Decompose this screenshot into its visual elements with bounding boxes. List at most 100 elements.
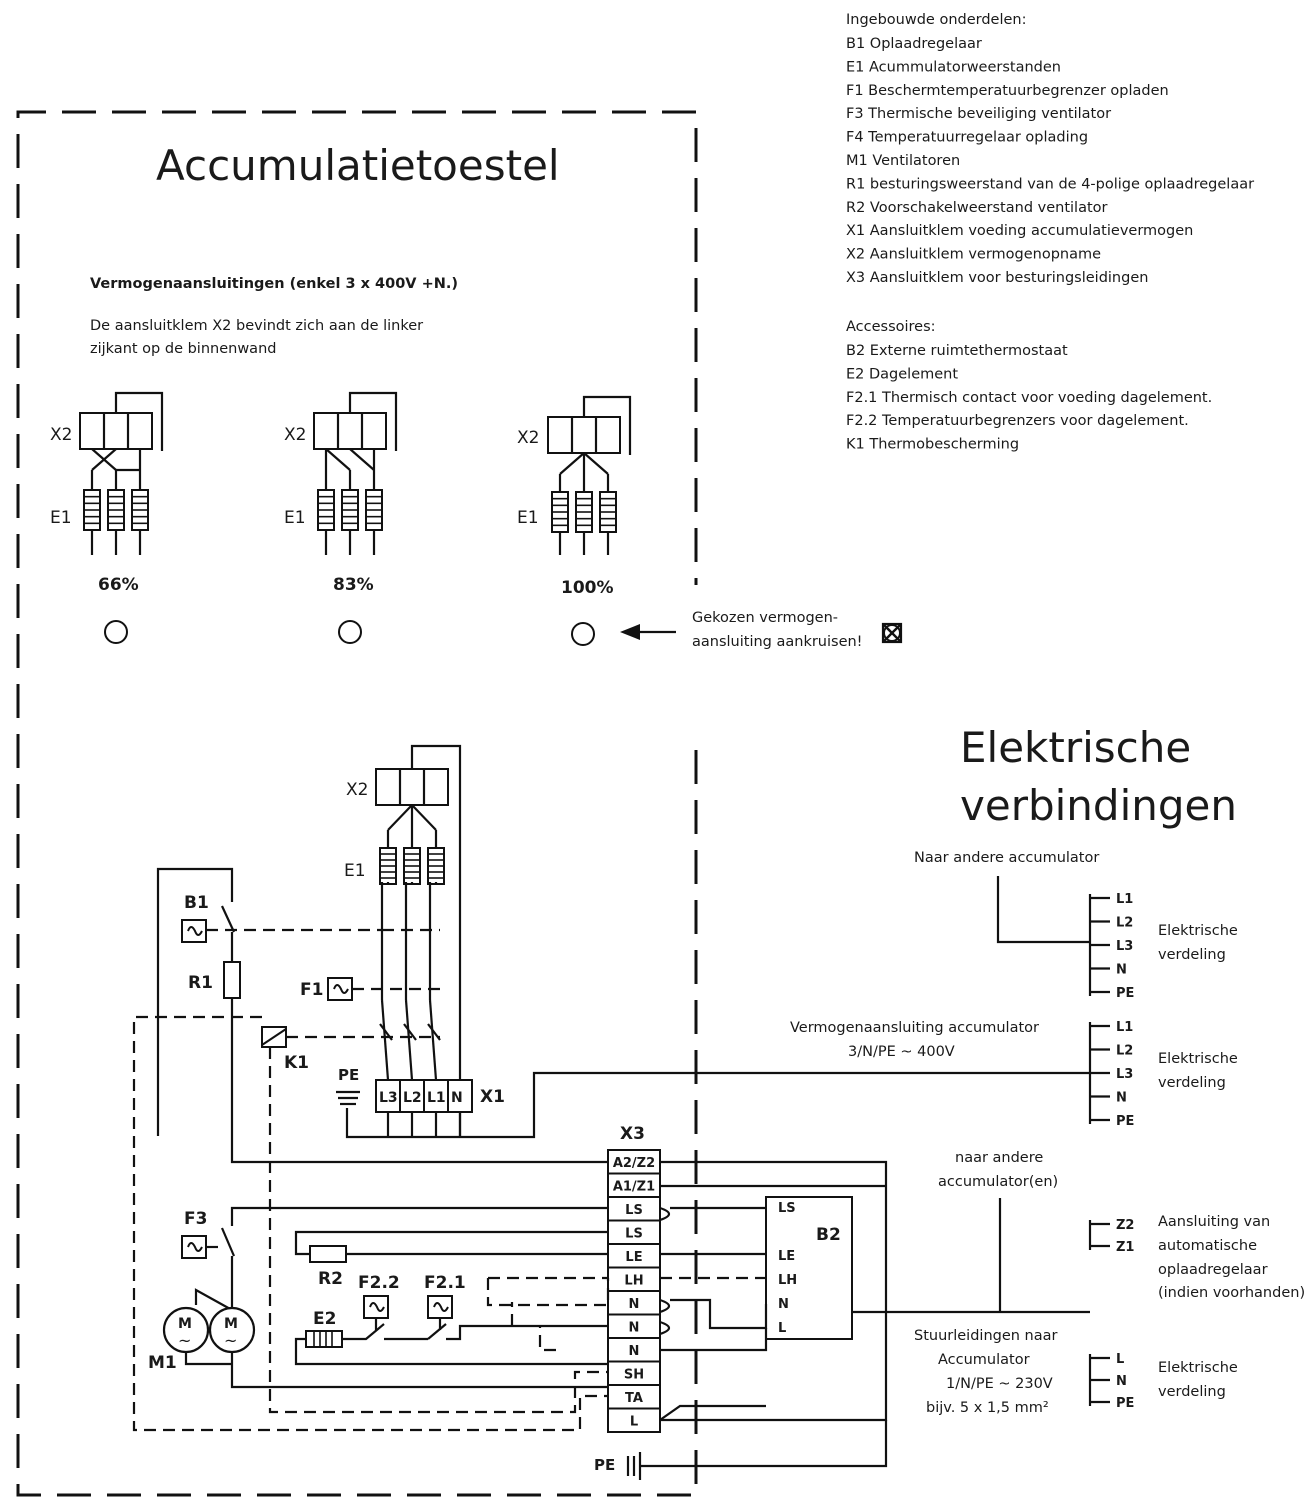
option-select-circle[interactable]: [104, 620, 128, 644]
pe-bottom-label: PE: [594, 1456, 615, 1474]
distribution-terminal-label: L1: [1116, 892, 1133, 907]
x3-terminal-label: SH: [624, 1368, 644, 1383]
b2-terminal-label: LE: [778, 1249, 795, 1264]
distribution-low-line2: verdeling: [1158, 1384, 1226, 1400]
option-x2-label: X2: [50, 425, 72, 445]
auto-regulator-line2: automatische: [1158, 1238, 1257, 1254]
distribution-terminal-label: N: [1116, 963, 1127, 978]
x1-terminal-label: N: [451, 1090, 463, 1106]
f21-label: F2.1: [424, 1273, 466, 1293]
legend-accessories-heading: Accessoires:: [846, 319, 936, 335]
option-select-circle[interactable]: [571, 622, 595, 646]
f21-contact-icon: [427, 1295, 453, 1319]
option-x2-label: X2: [517, 428, 539, 448]
x3-terminal-label: L: [630, 1415, 638, 1430]
control-lines-line4: bijv. 5 x 1,5 mm²: [926, 1400, 1049, 1416]
legend-item: M1 Ventilatoren: [846, 153, 960, 169]
distribution-top-line2: verdeling: [1158, 947, 1226, 963]
legend-item: X1 Aansluitklem voeding accumulatievermo…: [846, 223, 1193, 239]
x3-terminal-label: LH: [624, 1274, 643, 1289]
b1-label: B1: [184, 893, 209, 913]
legend-item: F2.1 Thermisch contact voor voeding dage…: [846, 390, 1212, 406]
x2-label: X2: [346, 780, 368, 800]
device-boundary: [16, 110, 698, 1497]
legend-item: X3 Aansluitklem voor besturingsleidingen: [846, 270, 1148, 286]
e1-main-resistor-bank: [379, 830, 445, 885]
legend-item: E1 Acummulatorweerstanden: [846, 59, 1061, 75]
legend-item: F2.2 Temperatuurbegrenzers voor dageleme…: [846, 413, 1189, 429]
x1-terminal: [375, 1079, 401, 1113]
distribution-terminal-label: PE: [1116, 986, 1134, 1001]
pe-label: PE: [338, 1066, 359, 1084]
other-accumulator-label: Naar andere accumulator: [914, 850, 1099, 866]
option-e1-label: E1: [517, 508, 539, 528]
legend-item: E2 Dagelement: [846, 366, 958, 382]
f3-label: F3: [184, 1209, 207, 1229]
option-select-circle[interactable]: [338, 620, 362, 644]
device-title: Accumulatietoestel: [156, 141, 560, 190]
x2-location-note-line1: De aansluitklem X2 bevindt zich aan de l…: [90, 318, 423, 334]
x3-terminal-label: TA: [625, 1391, 643, 1406]
option-e1-label: E1: [284, 508, 306, 528]
e1-resistor-banks: [83, 470, 617, 555]
electrical-title-line1: Elektrische: [960, 723, 1191, 772]
crossed-box-icon: [881, 622, 903, 644]
f1-label: F1: [300, 980, 323, 1000]
distribution-terminals-bottom: LN PE: [1088, 1352, 1134, 1411]
option-x2-label: X2: [284, 425, 306, 445]
ground-symbol-bottom: [626, 1452, 642, 1480]
motor-m-label: M: [178, 1316, 192, 1332]
power-option-66: X2 E1 66%: [50, 391, 164, 644]
distribution-terminal-label: L: [1116, 1352, 1124, 1367]
option-e1-label: E1: [50, 508, 72, 528]
option-percent: 83%: [333, 575, 374, 595]
x3-label: X3: [620, 1124, 645, 1144]
power-option-100: X2 E1 100%: [517, 395, 632, 646]
b1-thermostat-icon: [181, 919, 207, 943]
x1-terminal: [447, 1079, 473, 1113]
x3-terminal-label: LS: [625, 1203, 643, 1218]
electrical-title-line2: verbindingen: [960, 781, 1237, 830]
distribution-terminal-label: Z1: [1116, 1240, 1134, 1255]
distribution-mid-line2: verdeling: [1158, 1075, 1226, 1091]
distribution-terminal-label: L1: [1116, 1020, 1133, 1035]
x3-terminal-label: A2/Z2: [613, 1156, 655, 1171]
component-legend: Ingebouwde onderdelen: B1 Oplaadregelaar…: [846, 12, 1254, 453]
distribution-terminal-label: PE: [1116, 1396, 1134, 1411]
b2-label: B2: [816, 1225, 841, 1245]
ground-symbol: [336, 1090, 360, 1106]
legend-item: R1 besturingsweerstand van de 4-polige o…: [846, 176, 1254, 192]
f22-limiter-icon: [363, 1295, 389, 1319]
distribution-terminal-label: Z2: [1116, 1218, 1134, 1233]
distribution-terminal-label: N: [1116, 1374, 1127, 1389]
choose-arrow: [620, 624, 676, 640]
legend-item: F3 Thermische beveiliging ventilator: [846, 106, 1111, 122]
b2-terminal-label: L: [778, 1321, 786, 1336]
e1-label: E1: [344, 861, 366, 881]
b2-terminal-label: LS: [778, 1201, 796, 1216]
control-lines-line1: Stuurleidingen naar: [914, 1328, 1058, 1344]
power-connections-heading: Vermogenaansluitingen (enkel 3 x 400V +N…: [90, 276, 458, 292]
x1-terminal-label: L3: [379, 1090, 398, 1106]
other-accumulators-line2: accumulator(en): [938, 1174, 1058, 1190]
x2-location-note-line2: zijkant op de binnenwand: [90, 341, 276, 357]
power-option-83: X2 E1 83%: [284, 391, 398, 644]
distribution-terminal-label: L3: [1116, 939, 1133, 954]
svg-text:~: ~: [178, 1331, 191, 1350]
x3-terminal-label: N: [629, 1297, 640, 1312]
x3-terminal-label: LE: [625, 1250, 642, 1265]
motor-m-label: M: [224, 1316, 238, 1332]
legend-item: K1 Thermobescherming: [846, 437, 1019, 453]
x3-terminal-label: A1/Z1: [613, 1180, 655, 1195]
m1-label: M1: [148, 1353, 177, 1373]
distribution-terminal-label: L3: [1116, 1067, 1133, 1082]
auto-regulator-line1: Aansluiting van: [1158, 1214, 1270, 1230]
distribution-terminal-label: N: [1116, 1091, 1127, 1106]
svg-text:~: ~: [224, 1331, 237, 1350]
